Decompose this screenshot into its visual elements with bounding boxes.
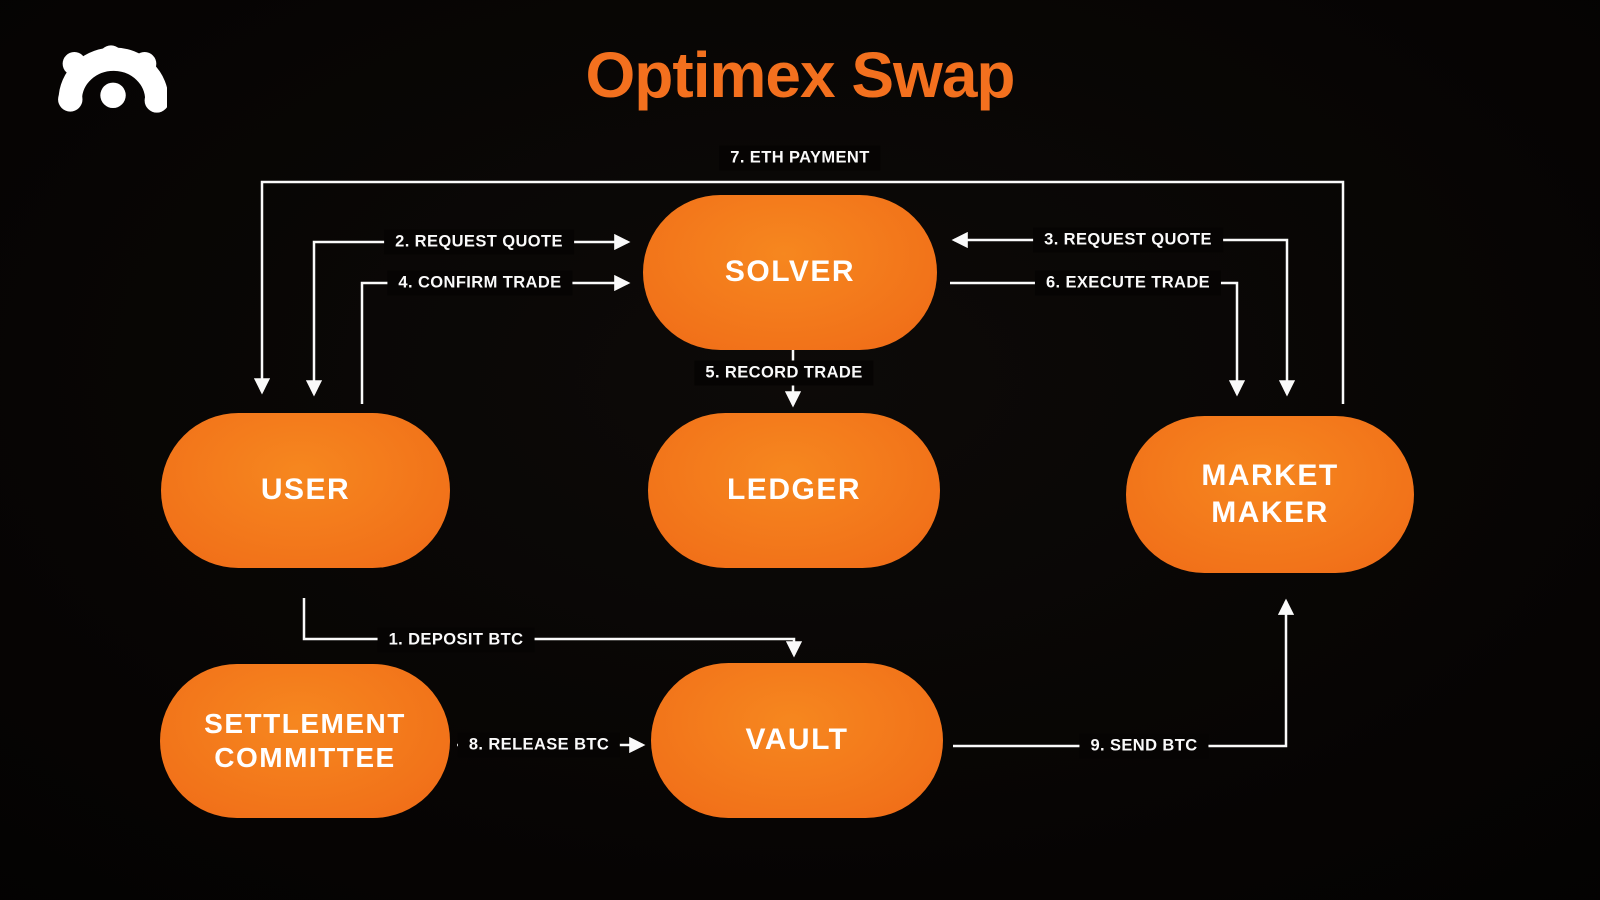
node-solver: SOLVER (643, 195, 937, 350)
edge-send-btc-line (953, 598, 1295, 748)
logo-circle-bottom-left (58, 87, 83, 112)
logo-circle-top-center (98, 45, 124, 70)
edge-confirm-trade-line (360, 274, 631, 404)
optimex-brand-logo (58, 45, 167, 113)
node-settlement-committee-label: SETTLEMENT COMMITTEE (204, 707, 406, 773)
edge-execute-trade-line (950, 281, 1246, 397)
logo-circle-top-left (62, 52, 87, 76)
edge-label-record-trade: 5. RECORD TRADE (694, 360, 874, 386)
node-vault: VAULT (651, 663, 943, 818)
edge-label-eth-payment: 7. ETH PAYMENT (719, 145, 881, 171)
node-user: USER (161, 413, 450, 568)
logo-circle-bottom-right (144, 88, 167, 113)
edge-label-release-btc: 8. RELEASE BTC (457, 732, 621, 758)
node-market-maker: MARKET MAKER (1126, 416, 1414, 573)
edge-label-send-btc: 9. SEND BTC (1079, 733, 1209, 759)
page-title: Optimex Swap (585, 39, 1016, 111)
node-vault-label: VAULT (745, 723, 849, 757)
node-settlement-committee: SETTLEMENT COMMITTEE (160, 664, 450, 818)
edge-label-deposit-btc: 1. DEPOSIT BTC (377, 627, 535, 653)
logo-circle-top-right (132, 52, 157, 76)
edge-deposit-btc-line (302, 598, 803, 658)
edge-label-request-quote-user: 2. REQUEST QUOTE (384, 229, 574, 255)
edge-label-confirm-trade: 4. CONFIRM TRADE (387, 270, 573, 296)
node-ledger: LEDGER (648, 413, 940, 568)
logo-circle-center (100, 82, 126, 109)
edge-label-request-quote-mm: 3. REQUEST QUOTE (1033, 227, 1223, 253)
node-market-maker-label: MARKET MAKER (1201, 458, 1339, 529)
edge-eth-payment-line (253, 180, 1345, 404)
node-solver-label: SOLVER (724, 255, 856, 289)
node-ledger-label: LEDGER (726, 473, 861, 507)
node-user-label: USER (260, 473, 351, 507)
edge-label-execute-trade: 6. EXECUTE TRADE (1034, 270, 1222, 296)
